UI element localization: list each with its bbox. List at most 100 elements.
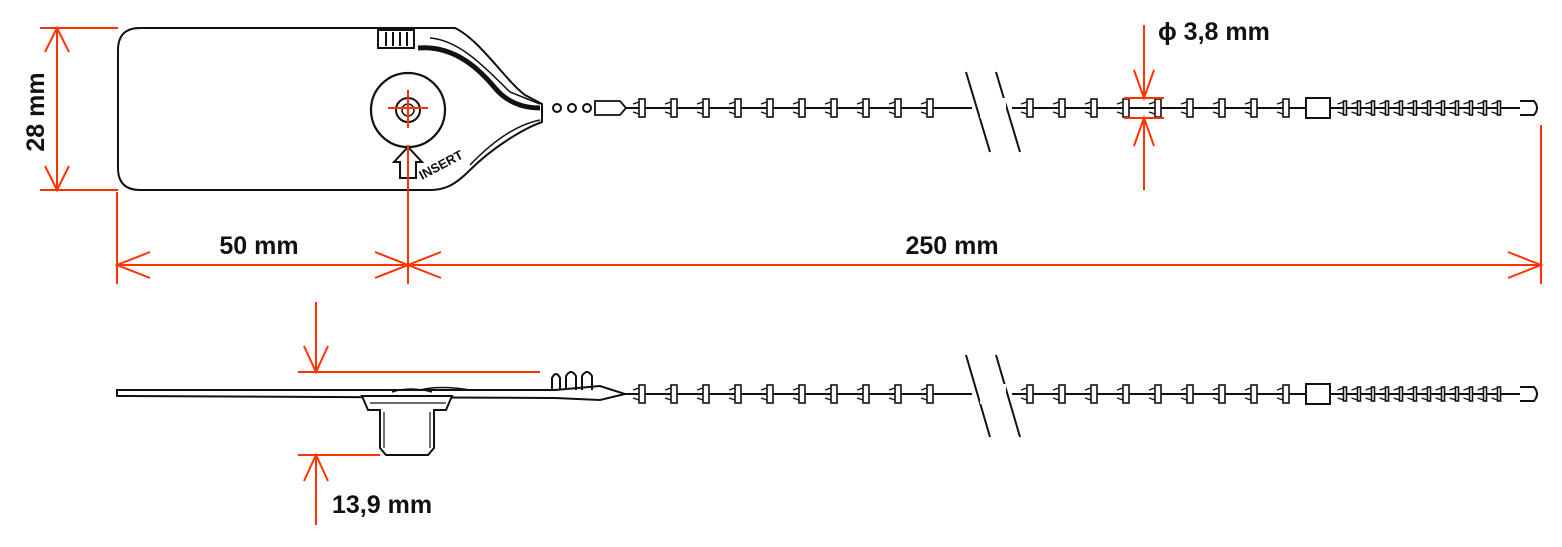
strap-bead-taper xyxy=(1449,387,1456,401)
strap-bead-taper xyxy=(1244,387,1252,401)
side-view xyxy=(116,354,1538,456)
strap-bead xyxy=(1090,98,1098,118)
strap-bead xyxy=(1218,384,1226,404)
strap-bead xyxy=(1426,100,1432,116)
strap-bead-taper xyxy=(1084,101,1092,115)
strap-bead xyxy=(1482,100,1488,116)
seal-tab-outline xyxy=(117,27,543,191)
strap-bead xyxy=(1468,386,1474,402)
strap-bead-taper xyxy=(664,101,672,115)
strap-bead-taper xyxy=(1365,387,1372,401)
strap-bead-taper xyxy=(664,387,672,401)
strap-bead xyxy=(1356,386,1362,402)
strap-bead-taper xyxy=(1244,101,1252,115)
strap-bead xyxy=(1370,100,1376,116)
strap-bead-taper xyxy=(1337,387,1344,401)
strap-bead xyxy=(1090,384,1098,404)
strap-bead xyxy=(734,384,742,404)
strap-bead-taper xyxy=(1449,101,1456,115)
strap-bead xyxy=(1440,100,1446,116)
strap-bead xyxy=(1342,100,1348,116)
strap-bead-taper xyxy=(1276,101,1284,115)
strap-bead xyxy=(638,384,646,404)
tab-neck-groove xyxy=(417,45,541,111)
strap-bead-taper xyxy=(824,101,832,115)
strap-bead xyxy=(1154,98,1162,118)
dimension-insert-depth-label: 13,9 mm xyxy=(332,491,432,519)
lock-stem xyxy=(360,395,454,456)
side-tab-plate xyxy=(116,384,629,402)
strap-bead-taper xyxy=(728,101,736,115)
strap-bead-taper xyxy=(760,387,768,401)
side-strap-fine-teeth xyxy=(1337,386,1502,402)
strap-bead xyxy=(1282,384,1290,404)
dimension-lines xyxy=(40,25,1544,525)
strap-bead xyxy=(1058,98,1066,118)
strap-bead-taper xyxy=(1463,387,1470,401)
strap-bead xyxy=(1122,98,1130,118)
strap-bead-taper xyxy=(1491,387,1498,401)
strap-bead-taper xyxy=(1020,387,1028,401)
strap-bead-taper xyxy=(1116,101,1124,115)
dimension-diameter-label: ϕ 3,8 mm xyxy=(1158,18,1270,46)
strap-bead xyxy=(1496,386,1502,402)
strap-bead xyxy=(1186,98,1194,118)
strap-bead xyxy=(1482,386,1488,402)
strap-bead xyxy=(702,384,710,404)
strap-bead xyxy=(1250,384,1258,404)
strap-bead xyxy=(830,98,838,118)
side-teeth xyxy=(551,371,593,390)
strap-bead xyxy=(798,98,806,118)
strap-bead-taper xyxy=(888,387,896,401)
strap-bead-taper xyxy=(1116,387,1124,401)
strap-bead xyxy=(1356,100,1362,116)
side-break-mark xyxy=(965,354,1021,438)
strap-bead xyxy=(1454,386,1460,402)
strap-bead-taper xyxy=(1421,387,1428,401)
strap-bead xyxy=(1384,386,1390,402)
strap-bead xyxy=(1122,384,1130,404)
strap-tip xyxy=(1520,100,1538,116)
strap-bead xyxy=(734,98,742,118)
strap-bead xyxy=(798,384,806,404)
strap-bead-taper xyxy=(1407,387,1414,401)
strap-bead xyxy=(1370,386,1376,402)
strap-bead-taper xyxy=(1351,387,1358,401)
strap-bead xyxy=(766,98,774,118)
strap-bead xyxy=(1412,100,1418,116)
strap-bead-taper xyxy=(1421,101,1428,115)
strap-bead xyxy=(830,384,838,404)
strap-bead xyxy=(894,98,902,118)
strap-bead xyxy=(926,384,934,404)
strap-bead-taper xyxy=(856,101,864,115)
strap-bead-taper xyxy=(1393,101,1400,115)
strap-bead xyxy=(702,98,710,118)
strap-bead-taper xyxy=(1148,101,1156,115)
strap-bead-taper xyxy=(1435,387,1442,401)
strap-bead-taper xyxy=(792,101,800,115)
dimension-height-label: 28 mm xyxy=(22,72,50,151)
strap-bead-taper xyxy=(1148,387,1156,401)
strap-bead-taper xyxy=(760,101,768,115)
strap-bead xyxy=(1026,384,1034,404)
strap-bead-taper xyxy=(856,387,864,401)
strap-bead xyxy=(1412,386,1418,402)
side-strap-beads-left xyxy=(632,384,934,404)
strap-band xyxy=(1305,97,1331,119)
strap-bead xyxy=(862,384,870,404)
strap-bead xyxy=(1058,384,1066,404)
dimension-tab-length-label: 50 mm xyxy=(219,232,298,260)
strap-bead-taper xyxy=(1212,101,1220,115)
break-mark xyxy=(965,71,1021,153)
strap-bead xyxy=(766,384,774,404)
strap-bead-taper xyxy=(696,387,704,401)
strap-bead-taper xyxy=(1365,101,1372,115)
strap-bead xyxy=(1454,100,1460,116)
strap-bead xyxy=(1026,98,1034,118)
strap-bead-taper xyxy=(696,101,704,115)
side-strap-beads-right xyxy=(1020,384,1290,404)
strap-bead-taper xyxy=(1463,101,1470,115)
strap-bead xyxy=(1186,384,1194,404)
strap-bead xyxy=(670,384,678,404)
strap-bead xyxy=(1398,386,1404,402)
